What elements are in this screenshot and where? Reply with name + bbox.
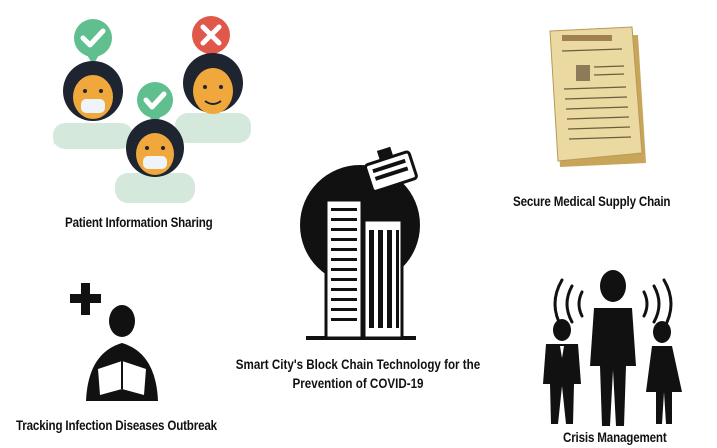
central-concept-label: Smart City's Block Chain Technology for … xyxy=(216,355,500,393)
patient-info-sharing-label: Patient Information Sharing xyxy=(65,215,213,230)
supply-chain-label: Secure Medical Supply Chain xyxy=(513,194,671,209)
reading-person-plus-icon xyxy=(70,283,158,401)
check-icon xyxy=(74,19,112,65)
tracking-outbreak-label: Tracking Infection Diseases Outbreak xyxy=(16,418,217,433)
group-alert-icon xyxy=(543,270,682,426)
central-concept-line1: Smart City's Block Chain Technology for … xyxy=(235,357,481,372)
medical-folder-icon xyxy=(549,26,646,167)
person-icon xyxy=(175,53,251,143)
central-concept-line2: Prevention of COVID-19 xyxy=(292,376,424,391)
masked-person-icon xyxy=(53,61,133,149)
patient-info-sharing-illustration xyxy=(53,16,251,203)
crisis-management-label: Crisis Management xyxy=(563,430,667,445)
smart-city-icon xyxy=(300,146,420,340)
check-icon xyxy=(137,82,173,125)
masked-person-icon xyxy=(115,119,195,203)
